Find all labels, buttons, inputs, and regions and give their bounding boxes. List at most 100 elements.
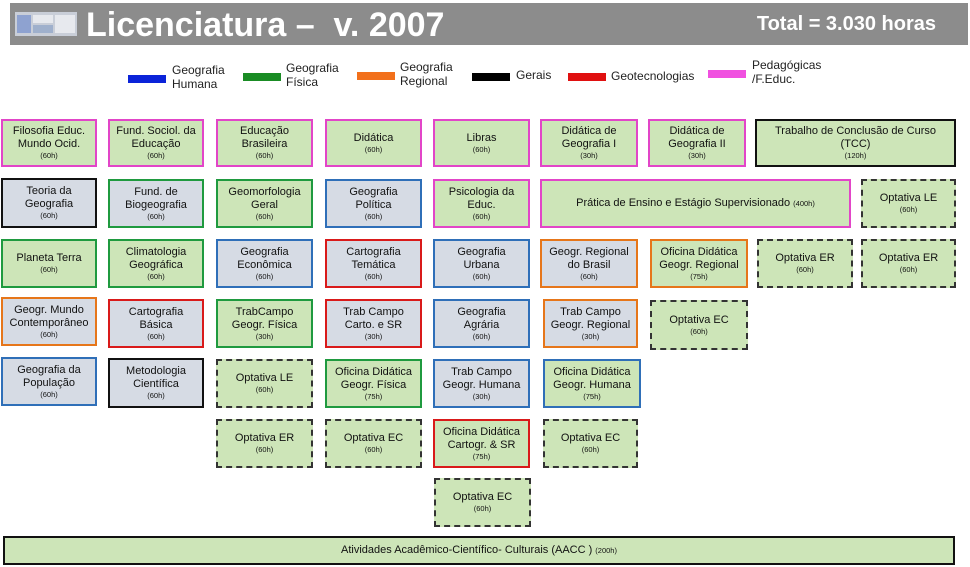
course-box: Geomorfologia Geral(60h) [216,179,313,228]
course-box: Trab Campo Carto. e SR(30h) [325,299,422,348]
course-name: Geografia da População [17,363,81,389]
course-name: Optativa EC [452,491,513,503]
legend-swatch-gerais [472,73,510,81]
course-hours: (30h) [688,151,706,160]
course-name: Optativa ER [234,432,295,444]
course-box: Filosofia Educ. Mundo Ocid.(60h) [1,119,97,167]
course-hours: (60h) [147,271,165,281]
legend-label-pedagogicas: Pedagógicas /F.Educ. [752,58,822,86]
course-name: Educação Brasileira [240,125,289,150]
course-box: Didática de Geografia I(30h) [540,119,638,167]
course-hours: (60h) [255,385,274,394]
course-hours: (60h) [364,144,383,154]
course-name: Oficina Didática Cartogr. & SR [442,425,521,451]
course-name: Cartografia Temática [346,245,401,271]
course-hours: (60h) [899,205,918,214]
course-name: Geografia Urbana [457,245,506,271]
course-name: Didática de Geografia I [561,125,617,150]
course-hours: (30h) [472,391,491,401]
course-name: Optativa LE [879,192,938,204]
course-box: Cartografia Básica(60h) [108,299,204,348]
course-hours: (60h) [40,151,58,160]
course-name: TrabCampo Geogr. Física [231,305,298,331]
course-hours: (60h) [40,265,58,274]
course-name: Trabalho de Conclusão de Curso (TCC) [774,125,937,150]
legend-swatch-geotecnologias [568,73,606,81]
optional-course-box: Optativa EC(60h) [325,419,422,468]
logo-icon [15,12,77,36]
course-name: Climatologia Geográfica [125,245,187,271]
course-hours: (60h) [472,211,491,221]
course-name: Prática de Ensino e Estágio Supervisiona… [576,197,791,209]
course-name: Geogr. Regional do Brasil [549,245,629,271]
course-name: Optativa EC [669,313,729,326]
course-hours: (60h) [147,391,165,400]
course-box: Oficina Didática Geogr. Humana(75h) [543,359,641,408]
legend-swatch-pedagogicas [708,70,746,78]
course-name: Geografia Econômica [237,245,292,271]
total-hours: Total = 3.030 horas [756,13,936,35]
course-name: Oficina Didática Geogr. Humana [553,365,631,391]
course-name: Trab Campo Geogr. Regional [550,305,631,331]
course-box: Geografia Econômica(60h) [216,239,313,288]
course-name: Oficina Didática Geogr. Regional [659,245,739,271]
course-hours: (30h) [581,331,600,341]
course-hours: (60h) [255,151,274,160]
optional-course-box: Optativa LE(60h) [216,359,313,408]
course-name: Teoria da Geografia [24,185,74,210]
course-hours: (75h) [690,271,708,281]
course-box: Geogr. Mundo Contemporâneo(60h) [1,297,97,346]
course-name: Filosofia Educ. Mundo Ocid. [12,125,86,150]
course-box: Geografia Urbana(60h) [433,239,530,288]
optional-course-box: Optativa LE(60h) [861,179,956,228]
course-box: Fund. de Biogeografia(60h) [108,179,204,228]
course-name: Trab Campo Geogr. Humana [442,365,521,391]
course-hours: (75h) [583,391,601,401]
legend-label-geotecnologias: Geotecnologias [611,69,695,83]
course-hours: (60h) [147,211,165,221]
course-name: Geomorfologia Geral [228,185,301,211]
course-box: Geografia Política(60h) [325,179,422,228]
course-box: Didática(60h) [325,119,422,167]
course-box: Climatologia Geográfica(60h) [108,239,204,288]
course-name: Atividades Acadêmico-Científico- Cultura… [341,544,593,556]
course-box: Prática de Ensino e Estágio Supervisiona… [540,179,851,228]
course-hours: (60h) [255,271,274,281]
course-name: Planeta Terra [16,252,82,264]
optional-course-box: Optativa EC(60h) [434,478,531,527]
course-name: Optativa ER [775,252,835,264]
course-box: Educação Brasileira(60h) [216,119,313,167]
course-name: Didática de Geografia II [668,125,726,150]
course-name: Optativa EC [343,432,404,444]
optional-course-box: Optativa EC(60h) [650,300,748,350]
course-hours: (75h) [364,391,383,401]
course-name: Fund. Sociol. da Educação [116,125,196,150]
course-name: Cartografia Básica [128,305,184,331]
page-title: Licenciatura – v. 2007 [86,6,445,44]
course-hours: (60h) [580,271,598,281]
course-box: Oficina Didática Geogr. Física(75h) [325,359,422,408]
course-hours: (60h) [581,445,600,454]
course-name: Geografia Agrária [457,305,506,331]
legend-label-regional: Geografia Regional [400,60,453,88]
course-hours: (60h) [690,326,708,336]
optional-course-box: Optativa ER(60h) [861,239,956,288]
course-hours: (60h) [473,504,492,513]
course-box: Oficina Didática Geogr. Regional(75h) [650,239,748,288]
course-hours: (200h) [595,545,617,555]
course-box: Metodologia Científica(60h) [108,358,204,408]
legend-swatch-fisica [243,73,281,81]
course-hours: (60h) [40,329,58,339]
course-name: Trab Campo Carto. e SR [343,305,404,331]
course-hours: (60h) [472,331,491,341]
course-box: Trab Campo Geogr. Humana(30h) [433,359,530,408]
optional-course-box: Optativa EC(60h) [543,419,638,468]
header-bar: Licenciatura – v. 2007 Total = 3.030 hor… [10,3,968,45]
course-hours: (60h) [472,144,491,154]
course-box: Geogr. Regional do Brasil(60h) [540,239,638,288]
course-name: Optativa EC [560,432,621,444]
optional-course-box: Optativa ER(60h) [757,239,853,288]
course-hours: (60h) [40,389,58,399]
legend-swatch-humana [128,75,166,83]
course-box-aacc: Atividades Acadêmico-Científico- Cultura… [3,536,955,565]
